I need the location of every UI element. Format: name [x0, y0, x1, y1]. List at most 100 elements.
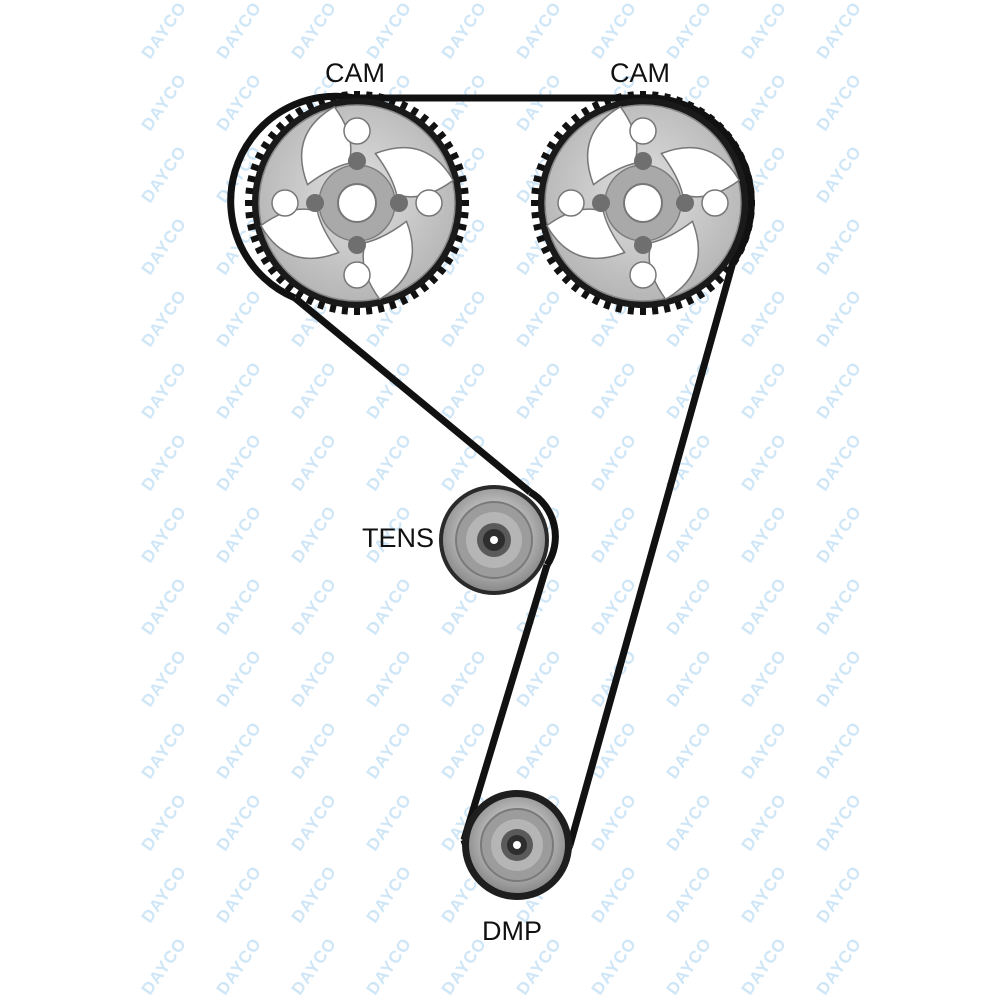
watermark-text: DAYCO [738, 0, 791, 62]
watermark-text: DAYCO [813, 0, 866, 62]
damper-pulley-icon [462, 790, 572, 900]
watermark-text: DAYCO [288, 934, 341, 998]
watermark-text: DAYCO [138, 358, 191, 422]
watermark-text: DAYCO [363, 862, 416, 926]
watermark-text: DAYCO [663, 646, 716, 710]
watermark-text: DAYCO [138, 0, 191, 62]
watermark-text: DAYCO [813, 790, 866, 854]
watermark-text: DAYCO [288, 0, 341, 62]
watermark-text: DAYCO [288, 718, 341, 782]
watermark-text: DAYCO [213, 646, 266, 710]
watermark-text: DAYCO [363, 934, 416, 998]
watermark-text: DAYCO [213, 358, 266, 422]
watermark-text: DAYCO [813, 502, 866, 566]
watermark-text: DAYCO [288, 358, 341, 422]
belt-middle-span [460, 563, 551, 842]
watermark-text: DAYCO [588, 862, 641, 926]
watermark-text: DAYCO [588, 502, 641, 566]
watermark-text: DAYCO [213, 718, 266, 782]
watermark-text: DAYCO [288, 790, 341, 854]
watermark-text: DAYCO [738, 286, 791, 350]
tensioner-pulley-icon [439, 485, 549, 595]
watermark-text: DAYCO [138, 142, 191, 206]
watermark-text: DAYCO [513, 0, 566, 62]
watermark-text: DAYCO [213, 862, 266, 926]
watermark-text: DAYCO [513, 286, 566, 350]
watermark-text: DAYCO [138, 70, 191, 134]
watermark-text: DAYCO [813, 286, 866, 350]
watermark-text: DAYCO [588, 790, 641, 854]
watermark-text: DAYCO [738, 358, 791, 422]
tensioner-label: TENS [362, 523, 434, 553]
watermark-text: DAYCO [363, 0, 416, 62]
watermark-text: DAYCO [363, 430, 416, 494]
cam-right-label: CAM [610, 58, 670, 88]
watermark-text: DAYCO [438, 0, 491, 62]
watermark-text: DAYCO [813, 718, 866, 782]
watermark-text: DAYCO [213, 574, 266, 638]
watermark-text: DAYCO [588, 0, 641, 62]
watermark-text: DAYCO [738, 502, 791, 566]
belt-wrap-tensioner [528, 488, 559, 567]
watermark-text: DAYCO [738, 790, 791, 854]
watermark-text: DAYCO [138, 862, 191, 926]
watermark-text: DAYCO [738, 574, 791, 638]
watermark-text: DAYCO [438, 646, 491, 710]
watermark-text: DAYCO [138, 286, 191, 350]
watermark-text: DAYCO [738, 862, 791, 926]
watermark-text: DAYCO [813, 358, 866, 422]
watermark-text: DAYCO [138, 934, 191, 998]
watermark-text: DAYCO [363, 646, 416, 710]
watermark-text: DAYCO [663, 502, 716, 566]
watermark-text: DAYCO [513, 358, 566, 422]
watermark-text: DAYCO [813, 862, 866, 926]
watermark-text: DAYCO [663, 0, 716, 62]
watermark-text: DAYCO [663, 862, 716, 926]
watermark-text: DAYCO [663, 574, 716, 638]
watermark-text: DAYCO [213, 430, 266, 494]
watermark-text: DAYCO [138, 574, 191, 638]
watermark-text: DAYCO [813, 214, 866, 278]
watermark-text: DAYCO [288, 502, 341, 566]
watermark-text: DAYCO [738, 430, 791, 494]
watermark-text: DAYCO [813, 934, 866, 998]
watermark-text: DAYCO [213, 0, 266, 62]
watermark-text: DAYCO [813, 430, 866, 494]
watermark-text: DAYCO [588, 430, 641, 494]
watermark-text: DAYCO [213, 934, 266, 998]
watermark-text: DAYCO [288, 862, 341, 926]
belt-right-span [566, 261, 737, 846]
watermark-text: DAYCO [738, 718, 791, 782]
watermark-text: DAYCO [813, 574, 866, 638]
belt-wrap-left-cam [227, 92, 356, 302]
watermark-text: DAYCO [363, 718, 416, 782]
watermark-text: DAYCO [663, 718, 716, 782]
watermark-text: DAYCO [213, 70, 266, 134]
watermark-text: DAYCO [138, 502, 191, 566]
watermark-text: DAYCO [513, 70, 566, 134]
watermark-text: DAYCO [663, 934, 716, 998]
belt-wrap-right-cam [639, 94, 755, 264]
watermark-text: DAYCO [738, 70, 791, 134]
watermark-text: DAYCO [813, 646, 866, 710]
watermark-text: DAYCO [288, 646, 341, 710]
watermark-text: DAYCO [513, 718, 566, 782]
watermark-text: DAYCO [363, 574, 416, 638]
belt-left-span [292, 295, 533, 495]
watermark-text: DAYCO [813, 142, 866, 206]
watermark-text: DAYCO [438, 358, 491, 422]
watermark-text: DAYCO [213, 502, 266, 566]
watermark-text: DAYCO [138, 430, 191, 494]
damper-label: DMP [482, 916, 542, 946]
toothed-cam-sprocket-icon [531, 91, 755, 315]
cam-left-label: CAM [325, 58, 385, 88]
watermark-text: DAYCO [288, 430, 341, 494]
watermark-text: DAYCO [213, 286, 266, 350]
watermark-text: DAYCO [213, 790, 266, 854]
watermark-text: DAYCO [288, 574, 341, 638]
toothed-cam-sprocket-icon [245, 91, 469, 315]
watermark-text: DAYCO [663, 790, 716, 854]
watermark-text: DAYCO [438, 70, 491, 134]
watermark-text: DAYCO [813, 70, 866, 134]
